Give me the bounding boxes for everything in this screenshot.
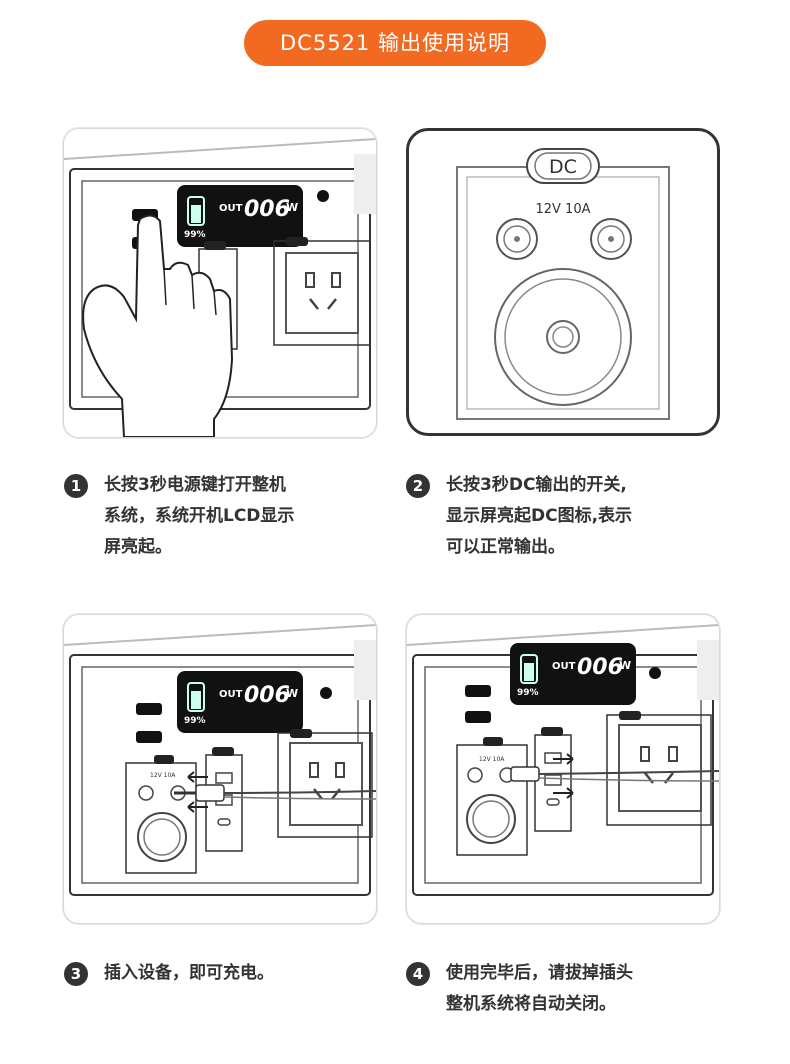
step-3-text: 插入设备，即可充电。 xyxy=(104,963,274,983)
unplug-cable-icon xyxy=(510,753,719,799)
plug-cable-icon xyxy=(174,771,376,813)
lcd-unit: W xyxy=(286,201,298,214)
lcd-battery: 99% xyxy=(517,688,539,698)
dc-small-rating: 12V 10A xyxy=(479,756,505,763)
dc-port-left[interactable] xyxy=(496,218,538,260)
lcd-unit: W xyxy=(286,687,298,700)
dc-badge: DC xyxy=(549,156,577,178)
dc-button[interactable] xyxy=(136,731,162,743)
illustration-power-on: OUT 006 W 99% xyxy=(63,128,377,438)
step-3-number: 3 xyxy=(64,962,88,986)
dc-port-right[interactable] xyxy=(590,218,632,260)
lcd-display: OUT 006 W 99% xyxy=(510,643,636,705)
step-2-text: 长按3秒DC输出的开关, 显示屏亮起DC图标,表示 可以正常输出。 xyxy=(446,475,633,557)
illustration-unplug: OUT 006 W 99% 12V 10A xyxy=(406,614,720,924)
dc-rating: 12V 10A xyxy=(535,202,590,217)
illustration-plug-in: OUT 006 W 99% 12V 10A xyxy=(63,614,377,924)
lcd-display: OUT 006 W 99% xyxy=(177,671,303,733)
lcd-watts: 006 xyxy=(244,197,290,222)
lcd-battery: 99% xyxy=(184,716,206,726)
lcd-unit: W xyxy=(619,659,631,672)
car-socket[interactable] xyxy=(494,268,632,406)
lcd-watts: 006 xyxy=(577,655,623,680)
step-4-text: 使用完毕后，请拔掉插头 整机系统将自动关闭。 xyxy=(446,963,633,1014)
lcd-battery: 99% xyxy=(184,230,206,240)
lcd-display: OUT 006 W 99% xyxy=(177,185,303,247)
indicator-dot xyxy=(317,190,329,202)
lcd-watts: 006 xyxy=(244,683,290,708)
step-1-number: 1 xyxy=(64,474,88,498)
dc-small-rating: 12V 10A xyxy=(150,772,176,779)
page-title: DC5521 输出使用说明 xyxy=(244,20,546,66)
power-button[interactable] xyxy=(465,685,491,697)
hand-icon xyxy=(82,214,234,437)
step-4-number: 4 xyxy=(406,962,430,986)
step-2-number: 2 xyxy=(406,474,430,498)
dc-button[interactable] xyxy=(465,711,491,723)
illustration-dc-ports: DC 12V 10A xyxy=(406,128,720,436)
power-button[interactable] xyxy=(136,703,162,715)
lcd-out-label: OUT xyxy=(219,203,243,214)
lcd-out-label: OUT xyxy=(552,661,576,672)
step-1-text: 长按3秒电源键打开整机 系统，系统开机LCD显示 屏亮起。 xyxy=(104,475,295,557)
lcd-out-label: OUT xyxy=(219,689,243,700)
